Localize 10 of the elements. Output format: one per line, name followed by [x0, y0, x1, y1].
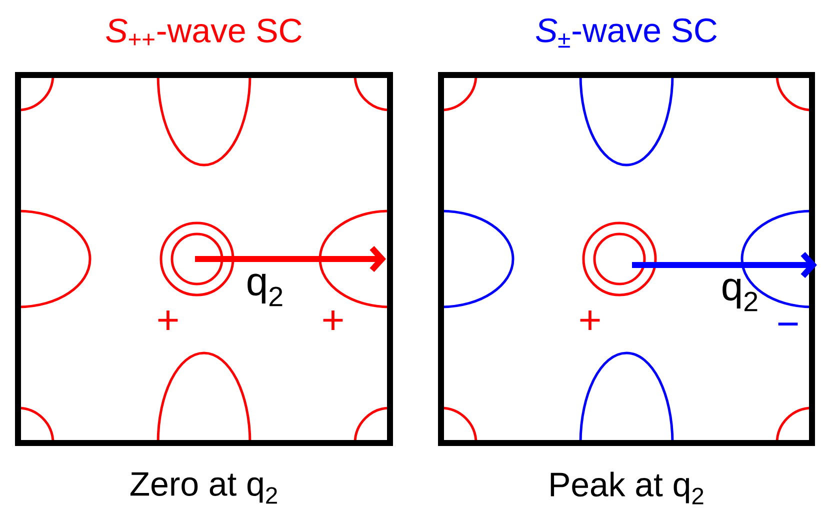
vector-label: +	[158, 310, 178, 330]
vector-label: q$_{2}$	[722, 278, 758, 312]
vector-label: q$_{2}$	[248, 274, 282, 306]
panel-caption: Zero at q$_{2}$	[130, 472, 277, 504]
panel-title: S$_{++}$-wave SC	[106, 18, 302, 46]
panel-title: S$_{±}$-wave SC	[536, 18, 717, 48]
vector-label: −	[778, 322, 798, 326]
vector-label: +	[323, 310, 343, 330]
vector-label: +	[580, 310, 600, 330]
panel-caption: Peak at q$_{2}$	[550, 472, 704, 504]
